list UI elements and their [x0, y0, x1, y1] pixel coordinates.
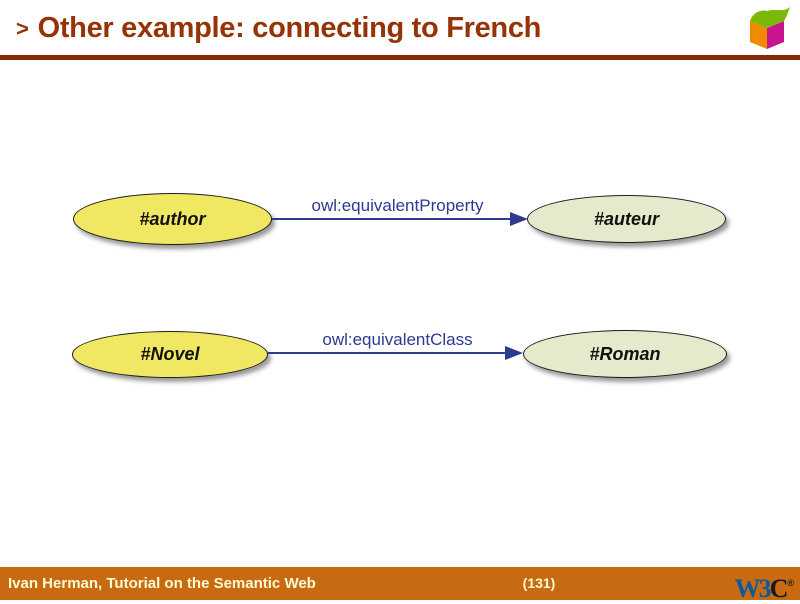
registered-mark-icon: ® [787, 578, 794, 588]
edge-line-equivalent-property [272, 218, 512, 220]
cube-logo-icon [750, 7, 790, 49]
footer-page-number: (131) [522, 575, 556, 591]
node-novel: #Novel [72, 331, 268, 378]
node-label: #auteur [593, 208, 660, 229]
title-chevron: > [16, 16, 29, 41]
w3c-logo: W3C® [735, 568, 794, 604]
node-label: #author [139, 208, 206, 229]
node-author: #author [73, 193, 272, 245]
w3c-logo-w3: W3 [734, 574, 772, 603]
edge-label-equivalent-property: owl:equivalentProperty [311, 196, 484, 215]
edge-label-equivalent-class: owl:equivalentClass [322, 330, 473, 349]
footer-bar: Ivan Herman, Tutorial on the Semantic We… [0, 567, 800, 603]
arrowhead-icon [505, 346, 523, 360]
edge-line-equivalent-class [268, 352, 507, 354]
w3c-logo-c: C [769, 574, 789, 603]
node-label: #Novel [140, 344, 200, 364]
node-label: #Roman [589, 343, 661, 364]
title-text: Other example: connecting to French [37, 12, 542, 44]
title-underline-rule [0, 55, 800, 60]
node-auteur: #auteur [527, 195, 726, 243]
footer-credit: Ivan Herman, Tutorial on the Semantic We… [8, 575, 316, 592]
arrowhead-icon [510, 212, 528, 226]
node-roman: #Roman [523, 330, 727, 378]
page-title: > Other example: connecting to French [16, 12, 541, 45]
